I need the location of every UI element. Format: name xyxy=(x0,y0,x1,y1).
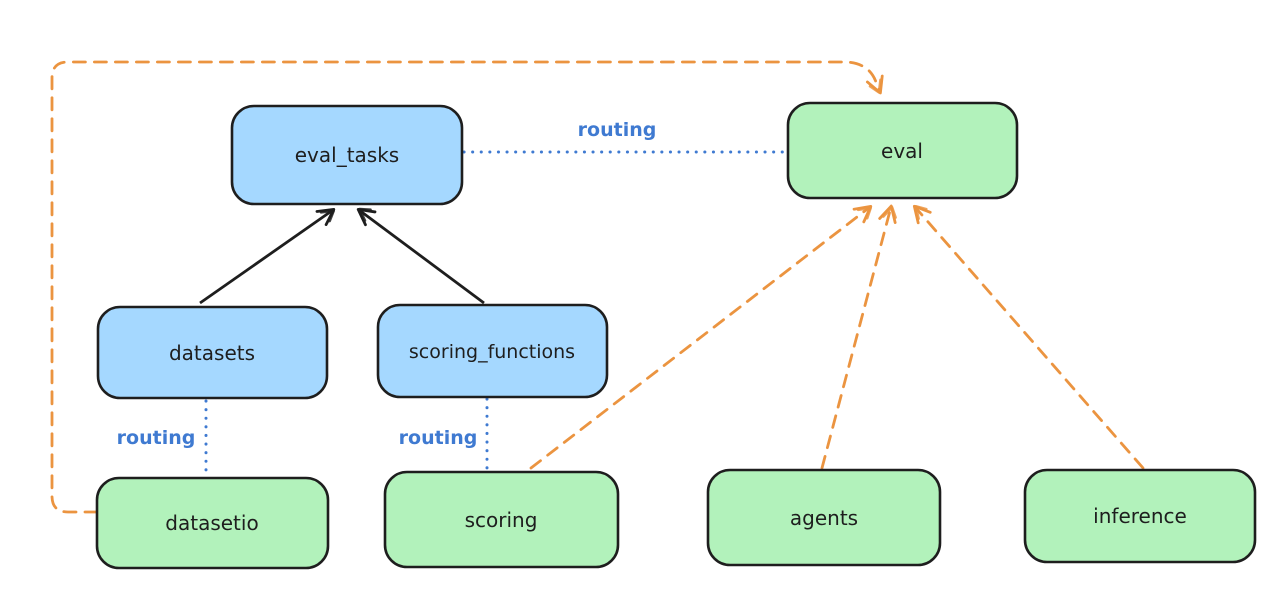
node-datasetio: datasetio xyxy=(95,476,330,570)
edge-label-routing-scoring: routing xyxy=(399,427,478,449)
node-eval-label: eval xyxy=(881,139,923,163)
edge-scoring-functions-to-eval-tasks xyxy=(356,207,485,305)
node-agents-box xyxy=(706,468,942,567)
node-scoring: scoring xyxy=(383,470,620,569)
node-agents-label: agents xyxy=(790,506,858,530)
node-datasets: datasets xyxy=(96,305,329,400)
node-eval-tasks-label: eval_tasks xyxy=(295,143,399,167)
node-eval-tasks: eval_tasks xyxy=(230,104,464,206)
edge-datasets-to-eval-tasks xyxy=(199,208,336,305)
node-eval: eval xyxy=(786,101,1019,200)
node-scoring-functions-label: scoring_functions xyxy=(409,341,575,363)
node-datasetio-label: datasetio xyxy=(165,511,258,535)
node-eval-box xyxy=(786,101,1019,200)
node-eval-tasks-box xyxy=(230,104,464,206)
node-scoring-label: scoring xyxy=(465,508,538,532)
node-datasets-label: datasets xyxy=(169,341,255,365)
node-inference-label: inference xyxy=(1093,504,1187,528)
edge-scoring-to-eval xyxy=(529,204,873,470)
edge-datasetio-to-eval xyxy=(50,60,884,514)
node-agents: agents xyxy=(706,468,942,567)
edge-label-routing-datasets: routing xyxy=(117,427,196,449)
node-scoring-functions-box xyxy=(376,303,609,399)
node-scoring-functions: scoring_functions xyxy=(376,303,609,399)
edge-agents-to-eval xyxy=(820,204,897,470)
node-datasetio-box xyxy=(95,476,330,570)
node-scoring-box xyxy=(383,470,620,569)
edge-label-routing-top: routing xyxy=(578,119,657,141)
edge-inference-to-eval xyxy=(912,204,1145,470)
node-datasets-box xyxy=(96,305,329,400)
node-inference: inference xyxy=(1023,468,1257,564)
node-inference-box xyxy=(1023,468,1257,564)
